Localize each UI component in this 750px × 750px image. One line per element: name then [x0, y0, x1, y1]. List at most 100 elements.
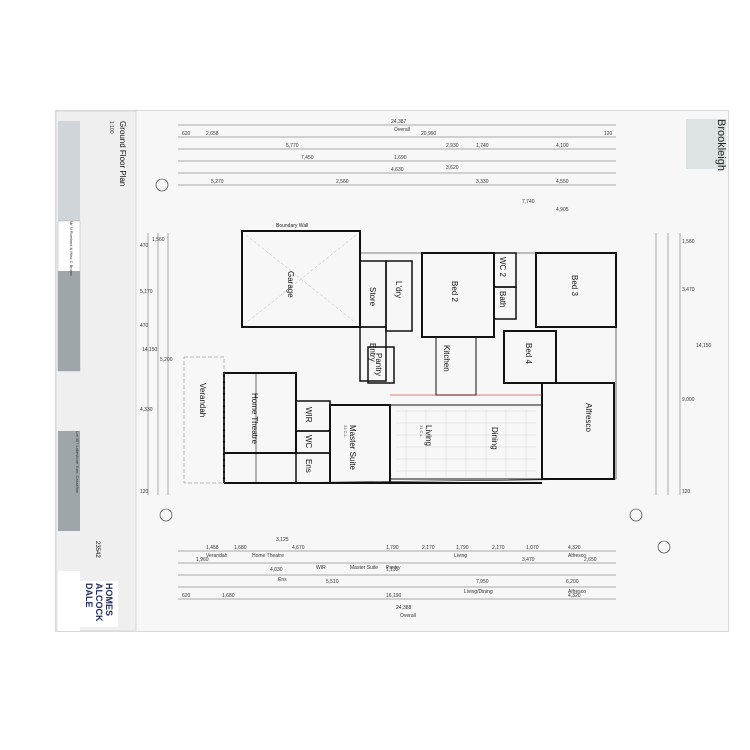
right-overall-dim: 14,150	[696, 343, 712, 349]
bottom-overall-dim: 24,388	[396, 605, 412, 611]
top-overall-dim: 24,387	[391, 119, 407, 125]
address-text: Lot 457 Lakeshore Turn, Casselton	[75, 431, 80, 493]
room-bed3: Bed 3	[570, 275, 579, 296]
svg-text:1,960: 1,960	[196, 557, 209, 563]
room-bath: Bath	[498, 291, 507, 307]
room-master-suite: Master Suite	[348, 425, 357, 470]
svg-text:5,200: 5,200	[160, 357, 173, 363]
svg-text:7,950: 7,950	[476, 579, 489, 585]
svg-text:1,070: 1,070	[526, 545, 539, 551]
svg-text:620: 620	[182, 131, 191, 137]
svg-text:Overall: Overall	[400, 613, 416, 619]
top-dimensions: 24,387 Overall 20,990 2,658 620 120 5,77…	[178, 119, 616, 213]
room-alfresco: Alfresco	[584, 403, 593, 432]
room-bed2: Bed 2	[450, 281, 459, 302]
svg-text:4,630: 4,630	[391, 167, 404, 173]
svg-text:6,200: 6,200	[566, 579, 579, 585]
svg-text:2,560: 2,560	[336, 179, 349, 185]
svg-text:120: 120	[604, 131, 613, 137]
svg-text:9,000: 9,000	[682, 397, 695, 403]
svg-text:HOMES: HOMES	[104, 583, 114, 616]
svg-text:3,470: 3,470	[522, 557, 535, 563]
room-wc2: WC 2	[498, 257, 507, 278]
plan-scale: 1:100	[108, 121, 114, 134]
svg-text:5,510: 5,510	[326, 579, 339, 585]
svg-text:4,330: 4,330	[140, 407, 153, 413]
floor-plan-drawing: Ground Floor Plan 1:100 Mr N Rowland & M…	[55, 110, 727, 632]
svg-text:Alfresco: Alfresco	[568, 553, 586, 559]
svg-text:WIR: WIR	[316, 565, 326, 571]
room-kitchen: Kitchen	[442, 345, 451, 372]
svg-text:7,740: 7,740	[522, 199, 535, 205]
svg-text:Alfresco: Alfresco	[568, 589, 586, 595]
svg-text:2,930: 2,930	[446, 143, 459, 149]
svg-text:1,110: 1,110	[386, 567, 398, 573]
svg-text:Pantry: Pantry	[386, 565, 401, 571]
svg-text:Living: Living	[454, 553, 467, 559]
svg-text:16,190: 16,190	[386, 593, 402, 599]
svg-text:Verandah: Verandah	[206, 553, 228, 559]
design-name: Brookleigh	[715, 119, 727, 171]
svg-text:Ens: Ens	[278, 577, 287, 583]
svg-text:Overall: Overall	[394, 127, 410, 133]
svg-text:DALE: DALE	[84, 583, 94, 608]
left-title-block: Ground Floor Plan 1:100 Mr N Rowland & M…	[55, 110, 137, 632]
job-number: 23542	[94, 541, 100, 558]
svg-text:1,690: 1,690	[394, 155, 407, 161]
svg-text:20,990: 20,990	[421, 131, 437, 137]
svg-text:3,620: 3,620	[446, 165, 459, 171]
room-ens: Ens	[304, 459, 313, 473]
left-dimensions: 470 5,170 470 4,330 1,560 5,200 120 14,1…	[140, 233, 173, 495]
svg-text:2,650: 2,650	[584, 557, 597, 563]
svg-text:1,680: 1,680	[234, 545, 247, 551]
svg-text:4,030: 4,030	[270, 567, 283, 573]
client-owner-text: Mr N Rowland & Miss C Brown	[69, 221, 74, 276]
section-markers	[155, 178, 671, 554]
svg-text:Home Theatre: Home Theatre	[252, 553, 284, 559]
room-living-cl: 31 C.L.	[419, 425, 424, 438]
brand-logo: DALE ALCOCK HOMES	[84, 583, 114, 622]
svg-text:4,550: 4,550	[556, 179, 569, 185]
room-garage: Garage	[286, 271, 295, 298]
room-master-suite-cl: 31 C.L.	[343, 425, 348, 438]
svg-text:2,170: 2,170	[422, 545, 435, 551]
svg-text:5,770: 5,770	[286, 143, 299, 149]
svg-text:2,170: 2,170	[492, 545, 505, 551]
svg-text:1,458: 1,458	[206, 545, 219, 551]
plan-title: Ground Floor Plan	[118, 121, 127, 186]
svg-text:4,320: 4,320	[568, 545, 581, 551]
svg-text:120: 120	[682, 489, 691, 495]
svg-text:1,560: 1,560	[152, 237, 165, 243]
svg-text:470: 470	[140, 243, 149, 249]
svg-text:2,658: 2,658	[206, 131, 219, 137]
svg-text:Master Suite: Master Suite	[350, 565, 378, 571]
svg-text:5,170: 5,170	[140, 289, 153, 295]
svg-text:470: 470	[140, 323, 149, 329]
svg-text:1,740: 1,740	[476, 143, 489, 149]
plan-walls	[183, 230, 617, 484]
boundary-label: Boundary Wall	[276, 223, 308, 229]
svg-text:120: 120	[140, 489, 149, 495]
room-entry: Entry	[368, 343, 377, 362]
plan-sheet: Ground Floor Plan 1:100 Mr N Rowland & M…	[55, 110, 729, 632]
svg-text:4,670: 4,670	[292, 545, 305, 551]
svg-text:7,450: 7,450	[301, 155, 314, 161]
room-store: Store	[368, 287, 377, 307]
svg-text:4,320: 4,320	[568, 593, 581, 599]
svg-text:3,330: 3,330	[476, 179, 489, 185]
svg-text:3,125: 3,125	[276, 537, 289, 543]
room-home-theatre: Home Theatre	[250, 393, 259, 445]
room-labels: Garage Store Entry L'dry WC 2 Bath Bed 2…	[198, 257, 593, 473]
svg-text:4,100: 4,100	[556, 143, 569, 149]
room-verandah: Verandah	[198, 383, 207, 417]
room-dining: Dining	[490, 427, 499, 450]
svg-text:4,905: 4,905	[556, 207, 569, 213]
svg-text:1,560: 1,560	[682, 239, 695, 245]
svg-text:ALCOCK: ALCOCK	[94, 583, 104, 622]
room-laundry: L'dry	[394, 281, 403, 298]
svg-text:Living/Dining: Living/Dining	[464, 589, 493, 595]
svg-text:1,790: 1,790	[456, 545, 469, 551]
svg-text:5,270: 5,270	[211, 179, 224, 185]
svg-text:3,470: 3,470	[682, 287, 695, 293]
bottom-dimensions: 1,458 1,680 3,125 4,670 1,790 2,170 1,79…	[178, 537, 616, 619]
